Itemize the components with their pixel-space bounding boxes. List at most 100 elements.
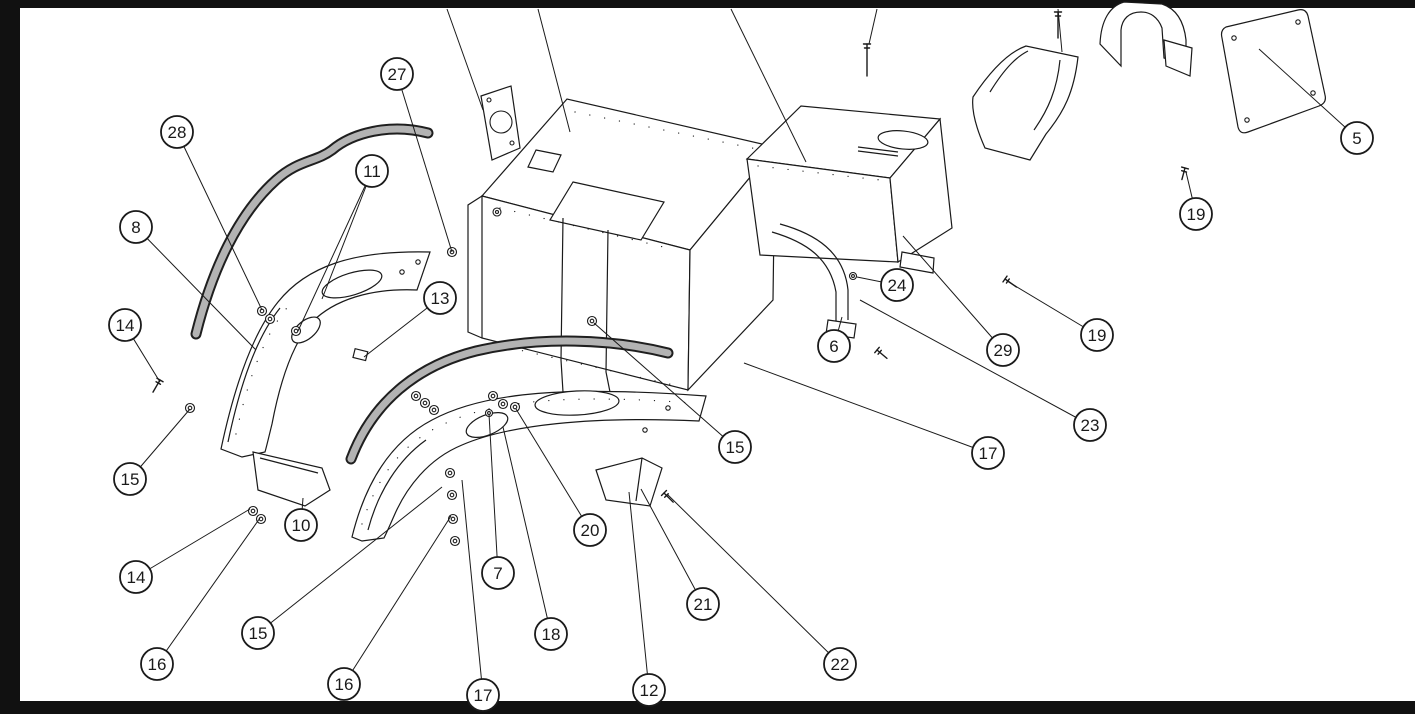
callout-balloon bbox=[423, 281, 457, 315]
callout-number: 23 bbox=[1081, 416, 1100, 435]
leader-line bbox=[488, 413, 499, 574]
callout-balloon bbox=[1179, 197, 1213, 231]
callout-18: 18 bbox=[534, 617, 568, 651]
washer-icon bbox=[497, 398, 509, 410]
callout-27: 27 bbox=[380, 57, 414, 91]
callout-balloon bbox=[573, 513, 607, 547]
washer-icon bbox=[419, 397, 431, 409]
leader-line-cropped bbox=[868, 8, 878, 45]
washer-icon bbox=[410, 390, 422, 402]
callout-14: 14 bbox=[108, 308, 142, 342]
fastener-screws bbox=[152, 11, 1190, 503]
callout-5: 5 bbox=[1340, 121, 1374, 155]
callout-8: 8 bbox=[119, 210, 153, 244]
washer-icon bbox=[247, 505, 259, 517]
callout-balloon bbox=[466, 678, 500, 712]
leader-line bbox=[743, 362, 989, 454]
callout-balloon bbox=[823, 647, 857, 681]
leader-line-cropped bbox=[730, 8, 807, 163]
callout-20: 20 bbox=[573, 513, 607, 547]
callout-number: 20 bbox=[581, 521, 600, 540]
leader-line-cropped bbox=[1057, 8, 1063, 53]
washer-icon bbox=[264, 313, 276, 325]
callout-15: 15 bbox=[113, 462, 147, 496]
callout-24: 24 bbox=[880, 268, 914, 302]
part-cowl-bracket-left bbox=[252, 451, 331, 507]
callout-balloon bbox=[880, 268, 914, 302]
callout-balloon bbox=[140, 647, 174, 681]
page-border-top bbox=[0, 0, 1415, 8]
part-seal-lower bbox=[345, 335, 674, 465]
callout-balloon bbox=[1340, 121, 1374, 155]
part-windshield-pillar-lower bbox=[351, 390, 707, 542]
callout-balloon bbox=[108, 308, 142, 342]
callout-balloon bbox=[817, 329, 851, 363]
callout-number: 22 bbox=[831, 655, 850, 674]
leader-line bbox=[593, 322, 736, 448]
leader-line bbox=[257, 486, 443, 634]
callout-17: 17 bbox=[466, 678, 500, 712]
washer-icon bbox=[447, 513, 459, 525]
callout-number: 15 bbox=[726, 438, 745, 457]
callout-balloon bbox=[327, 667, 361, 701]
callout-number: 8 bbox=[131, 218, 140, 237]
callout-balloon bbox=[284, 508, 318, 542]
page-border-bottom bbox=[0, 701, 1415, 714]
leader-line bbox=[859, 299, 1091, 426]
washer-icon bbox=[290, 325, 302, 337]
callout-13: 13 bbox=[423, 281, 457, 315]
part-cowl-box bbox=[745, 105, 953, 274]
callout-balloon bbox=[380, 57, 414, 91]
callout-16: 16 bbox=[140, 647, 174, 681]
callout-10: 10 bbox=[284, 508, 318, 542]
callout-number: 14 bbox=[116, 316, 135, 335]
callout-balloon bbox=[241, 616, 275, 650]
callout-number: 29 bbox=[994, 341, 1013, 360]
callout-7: 7 bbox=[481, 556, 515, 590]
leader-line bbox=[1258, 48, 1358, 139]
washer-icon bbox=[487, 390, 499, 402]
leader-line bbox=[515, 408, 591, 531]
leader-line bbox=[297, 170, 373, 332]
callout-balloon bbox=[119, 560, 153, 594]
callout-number: 11 bbox=[363, 162, 381, 181]
callout-number: 19 bbox=[1088, 326, 1107, 345]
callout-number: 7 bbox=[493, 564, 502, 583]
callout-15: 15 bbox=[241, 616, 275, 650]
callout-number: 19 bbox=[1187, 205, 1206, 224]
screw-icon bbox=[660, 489, 674, 503]
callout-15: 15 bbox=[718, 430, 752, 464]
callout-17: 17 bbox=[971, 436, 1005, 470]
leader-line bbox=[156, 517, 261, 665]
callout-balloon bbox=[686, 587, 720, 621]
callout-14: 14 bbox=[119, 560, 153, 594]
callout-number: 10 bbox=[292, 516, 311, 535]
leader-line bbox=[1006, 280, 1098, 336]
callout-number: 16 bbox=[335, 675, 354, 694]
callout-22: 22 bbox=[823, 647, 857, 681]
washer-icon bbox=[509, 401, 521, 413]
leader-line bbox=[640, 488, 704, 605]
callout-number: 18 bbox=[542, 625, 561, 644]
screw-icon bbox=[874, 346, 888, 360]
part-cowl-bracket-right bbox=[595, 457, 663, 507]
callout-balloon bbox=[534, 617, 568, 651]
callout-16: 16 bbox=[327, 667, 361, 701]
callout-number: 5 bbox=[1352, 129, 1361, 148]
callout-6: 6 bbox=[817, 329, 851, 363]
washer-icon bbox=[184, 402, 196, 414]
callout-19: 19 bbox=[1179, 197, 1213, 231]
callout-29: 29 bbox=[986, 333, 1020, 367]
callout-23: 23 bbox=[1073, 408, 1107, 442]
leader-line bbox=[135, 508, 251, 578]
leader-line bbox=[343, 515, 452, 685]
leader-line bbox=[176, 131, 263, 311]
leader-line bbox=[135, 226, 257, 351]
callout-number: 12 bbox=[640, 681, 659, 700]
callout-number: 17 bbox=[979, 444, 998, 463]
washer-icon bbox=[444, 467, 456, 479]
part-quarter-panel bbox=[972, 45, 1079, 161]
leader-line-cropped bbox=[537, 8, 571, 133]
